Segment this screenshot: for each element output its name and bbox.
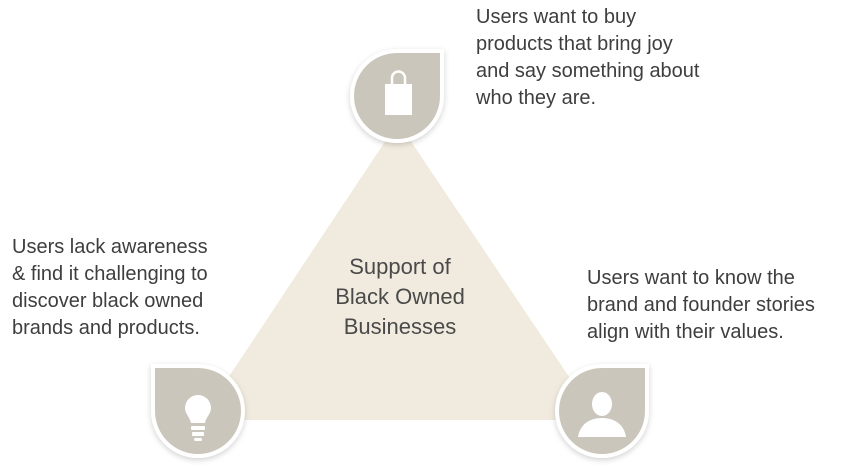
center-label-line: Support of bbox=[349, 254, 451, 279]
node-left-line: Users lack awareness bbox=[12, 236, 208, 258]
node-top-line: and say something about bbox=[476, 60, 700, 82]
node-right-text: Users want to know the brand and founder… bbox=[587, 265, 815, 346]
lightbulb-icon bbox=[185, 395, 211, 441]
node-right-line: brand and founder stories bbox=[587, 294, 815, 316]
center-triangle bbox=[200, 122, 598, 420]
node-right-line: align with their values. bbox=[587, 321, 784, 343]
node-left-line: & find it challenging to bbox=[12, 263, 208, 285]
node-top-text: Users want to buy products that bring jo… bbox=[476, 4, 700, 112]
node-left-text: Users lack awareness & find it challengi… bbox=[12, 234, 208, 342]
node-top-line: Users want to buy bbox=[476, 6, 637, 28]
center-label-line: Black Owned bbox=[335, 284, 465, 309]
center-label-line: Businesses bbox=[343, 314, 457, 339]
node-top-line: products that bring joy bbox=[476, 33, 673, 55]
person-icon bbox=[578, 392, 626, 437]
node-top-line: who they are. bbox=[476, 87, 597, 109]
center-label: Support of Black Owned Businesses bbox=[300, 252, 500, 342]
shopping-bag-icon bbox=[385, 70, 412, 115]
node-left-line: brands and products. bbox=[12, 317, 200, 339]
node-left-line: discover black owned bbox=[12, 290, 204, 312]
node-right-line: Users want to know the bbox=[587, 267, 795, 289]
